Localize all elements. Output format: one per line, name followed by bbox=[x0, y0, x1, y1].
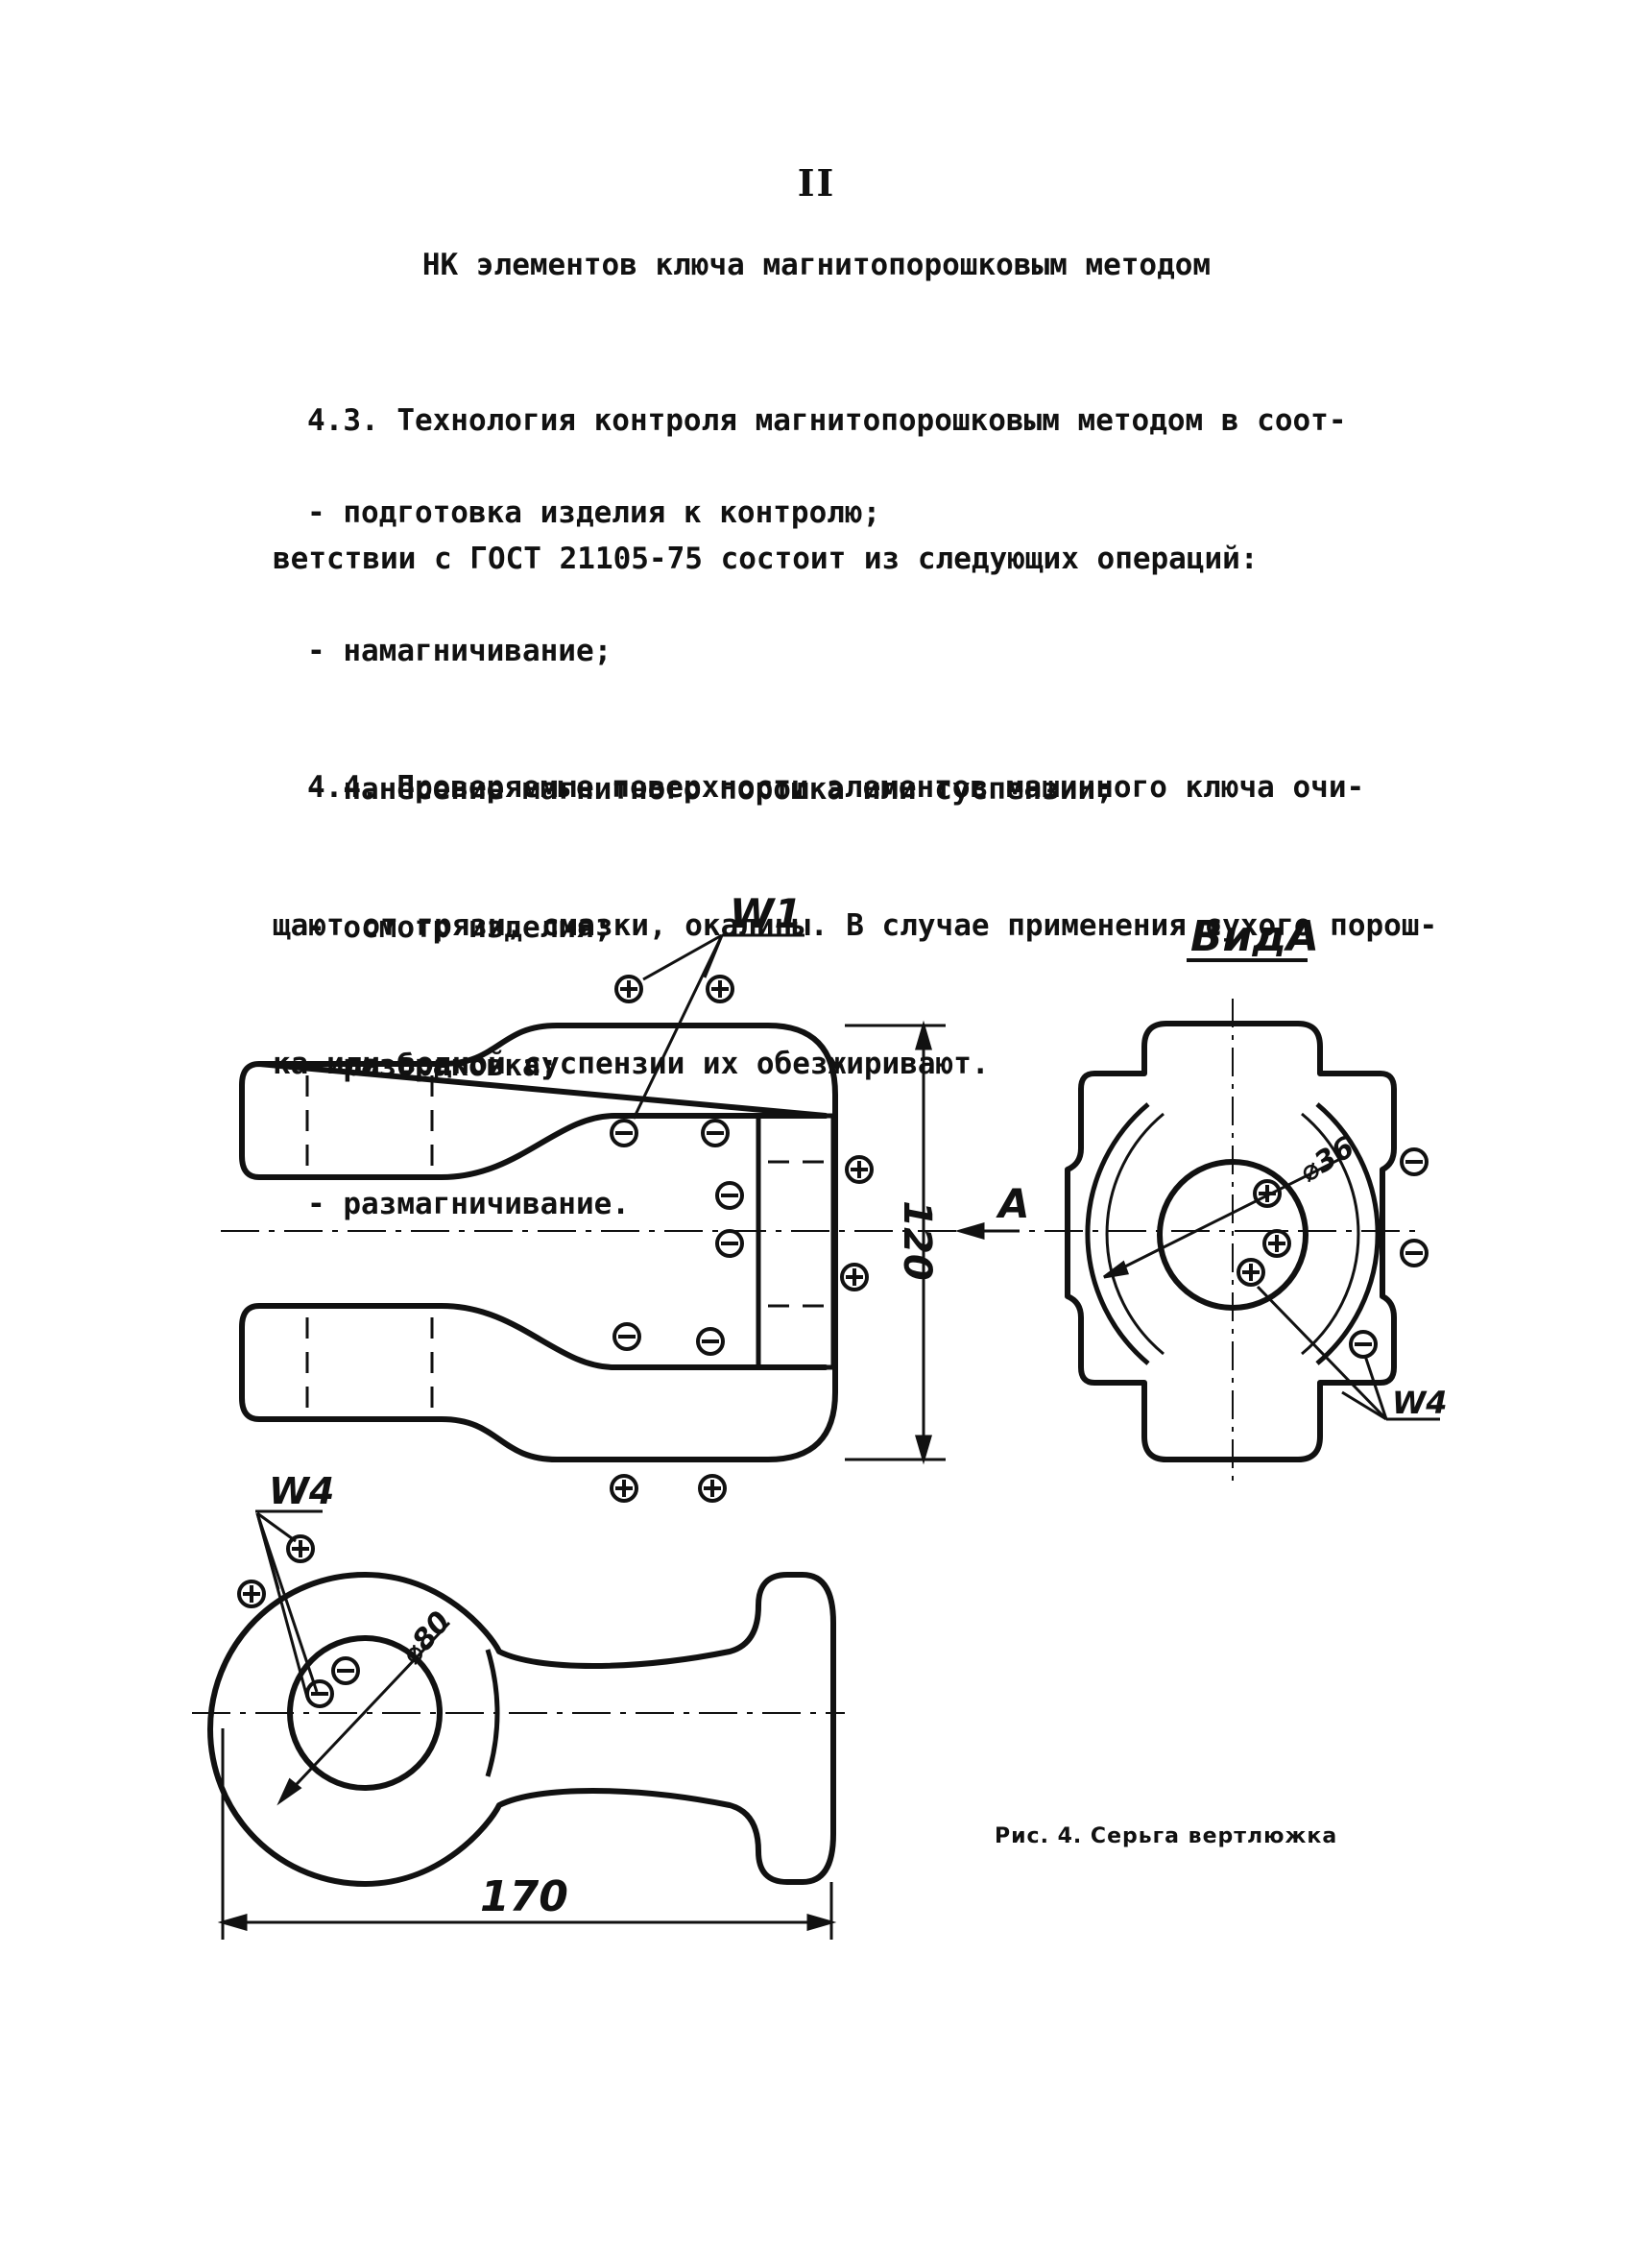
paragraph-4-4-line-2: щают от грязи, смазки, окалины. В случае… bbox=[273, 908, 1438, 943]
operation-item: - размагничивание. bbox=[307, 1187, 630, 1221]
view-a-arc-right-inner bbox=[1301, 1112, 1360, 1356]
plus-mark bbox=[614, 975, 643, 1003]
side-view-slot bbox=[756, 1113, 836, 1370]
bottom-view-outline bbox=[207, 1572, 836, 1887]
minus-mark bbox=[1400, 1147, 1429, 1176]
bottom-diameter-label: ⌀80 bbox=[395, 1605, 457, 1671]
view-a-diameter-leader bbox=[1103, 1155, 1345, 1279]
section-title: НК элементов ключа магнитопорошковым мет… bbox=[421, 248, 1212, 282]
view-a-arc-right bbox=[1315, 1102, 1381, 1365]
minus-mark bbox=[701, 1119, 730, 1147]
plus-mark bbox=[286, 1534, 315, 1563]
operation-item: - нанесение магнитного порошка или суспе… bbox=[307, 772, 1114, 807]
view-a-arc-left bbox=[1085, 1102, 1150, 1365]
plus-mark bbox=[1253, 1179, 1282, 1208]
side-view bbox=[239, 1023, 838, 1462]
minus-mark bbox=[696, 1327, 725, 1356]
minus-mark bbox=[610, 1119, 638, 1147]
paragraph-4-4-line-1: 4.4. Проверяемые поверхности элементов м… bbox=[307, 770, 1365, 805]
minus-mark bbox=[715, 1181, 744, 1210]
height-dimension bbox=[845, 1020, 946, 1465]
w1-label: W1 bbox=[730, 890, 803, 937]
paragraph-4-3-line-1: 4.3. Технология контроля магнитопорошков… bbox=[307, 403, 1347, 438]
height-dimension-label: 120 bbox=[895, 1200, 939, 1281]
plus-mark bbox=[1237, 1258, 1265, 1287]
figure-caption: Рис. 4. Серьга вертлюжка bbox=[995, 1824, 1338, 1848]
operation-item: - намагничивание; bbox=[307, 634, 612, 668]
plus-mark bbox=[1262, 1229, 1291, 1258]
minus-mark bbox=[612, 1322, 641, 1351]
paragraph-4-3: 4.3. Технология контроля магнитопорошков… bbox=[273, 305, 1425, 628]
side-view-hidden-lines bbox=[305, 1075, 826, 1408]
plus-mark bbox=[845, 1155, 874, 1184]
operation-item: - подготовка изделия к контролю; bbox=[307, 495, 881, 530]
paragraph-4-4-line-3: ка или водной суспензии их обезжиривают. bbox=[273, 1047, 990, 1081]
page-number: II bbox=[797, 161, 836, 205]
plus-mark bbox=[237, 1580, 266, 1608]
plus-mark bbox=[706, 975, 734, 1003]
minus-mark bbox=[715, 1229, 744, 1258]
w4-bottom-leader bbox=[255, 1509, 323, 1699]
w4-right-label: W4 bbox=[1392, 1385, 1448, 1421]
minus-mark bbox=[331, 1656, 360, 1685]
bottom-view bbox=[207, 1572, 836, 1887]
paragraph-4-4: 4.4. Проверяемые поверхности элементов м… bbox=[273, 672, 1438, 1133]
minus-mark bbox=[1400, 1239, 1429, 1267]
view-a-outline bbox=[1065, 1021, 1397, 1462]
operation-item: - осмотр изделия; bbox=[307, 910, 612, 945]
plus-mark bbox=[698, 1474, 727, 1503]
view-arrow bbox=[954, 1222, 1020, 1240]
view-a-arc-left-inner bbox=[1105, 1112, 1165, 1356]
width-dimension-label: 170 bbox=[480, 1872, 568, 1921]
minus-mark bbox=[1349, 1330, 1378, 1359]
view-a-marks bbox=[1237, 1147, 1429, 1359]
plus-mark bbox=[610, 1474, 638, 1503]
view-arrow-label: А bbox=[996, 1180, 1030, 1227]
plus-mark bbox=[840, 1263, 869, 1291]
view-a-label: ВидА bbox=[1190, 912, 1319, 961]
w1-leader bbox=[632, 933, 804, 1120]
w4-right-leader bbox=[1256, 1285, 1440, 1421]
bottom-diameter-leader bbox=[276, 1621, 451, 1806]
paragraph-4-3-line-2: ветствии с ГОСТ 21105-75 состоит из след… bbox=[273, 542, 1259, 576]
width-dimension bbox=[217, 1728, 837, 1940]
w4-bottom-label: W4 bbox=[269, 1470, 334, 1512]
minus-mark bbox=[305, 1679, 334, 1708]
side-view-outline bbox=[239, 1023, 838, 1462]
